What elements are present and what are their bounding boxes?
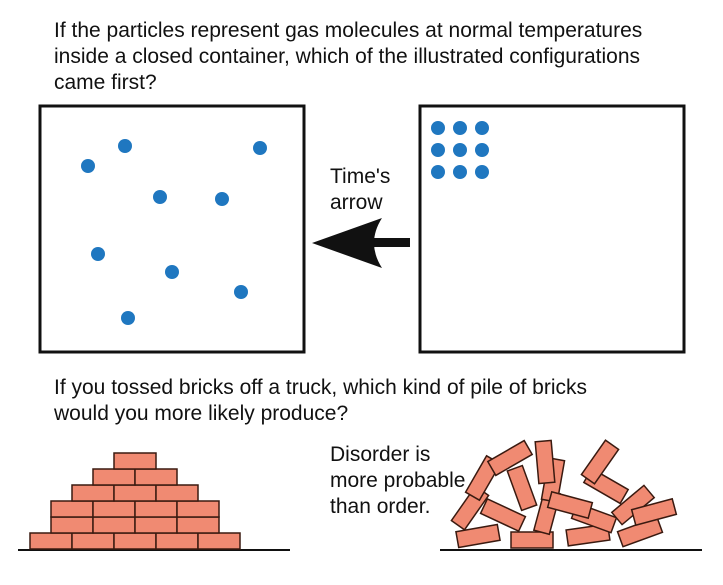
brick — [479, 497, 527, 533]
molecule — [215, 192, 229, 206]
brick — [176, 500, 220, 518]
brick — [197, 532, 241, 550]
molecule — [234, 285, 248, 299]
left-arrow-icon — [312, 218, 410, 268]
brick — [486, 439, 534, 477]
brick — [71, 532, 115, 550]
brick — [155, 532, 199, 550]
molecule — [453, 165, 467, 179]
question-1: If the particles represent gas molecules… — [54, 18, 642, 96]
ordered-container — [418, 104, 686, 354]
molecule — [153, 190, 167, 204]
brick — [29, 532, 73, 550]
question-1-line-3: came first? — [54, 71, 157, 94]
disorder-note: Disorder is more probable than order. — [330, 442, 465, 520]
brick — [455, 523, 501, 549]
brick — [534, 439, 556, 485]
molecule — [431, 121, 445, 135]
molecule — [475, 121, 489, 135]
brick — [92, 516, 136, 534]
brick — [113, 532, 157, 550]
ordered-brick-pyramid — [29, 452, 241, 550]
molecule — [253, 141, 267, 155]
brick — [71, 484, 115, 502]
clustered-molecules — [431, 121, 489, 179]
question-2: If you tossed bricks off a truck, which … — [54, 375, 587, 427]
brick — [50, 500, 94, 518]
molecule — [453, 143, 467, 157]
brick — [155, 484, 199, 502]
dispersed-molecules — [81, 139, 267, 325]
disorder-note-line-1: Disorder is — [330, 443, 431, 466]
brick — [134, 516, 178, 534]
brick — [92, 500, 136, 518]
brick — [134, 468, 178, 486]
molecule — [165, 265, 179, 279]
brick — [92, 468, 136, 486]
brick — [50, 516, 94, 534]
molecule — [118, 139, 132, 153]
time-arrow-label-line-2: arrow — [330, 191, 383, 214]
molecule — [475, 165, 489, 179]
molecule — [121, 311, 135, 325]
brick — [113, 452, 157, 470]
brick — [176, 516, 220, 534]
molecule — [453, 121, 467, 135]
molecule — [475, 143, 489, 157]
brick — [510, 531, 554, 549]
question-1-line-2: inside a closed container, which of the … — [54, 45, 641, 68]
disorder-note-line-3: than order. — [330, 495, 431, 518]
time-arrow-label-line-1: Time's — [330, 165, 391, 188]
molecule — [431, 165, 445, 179]
disorder-note-line-2: more probable — [330, 469, 466, 492]
question-1-line-1: If the particles represent gas molecules… — [54, 19, 643, 42]
brick — [113, 484, 157, 502]
molecule — [81, 159, 95, 173]
molecule — [91, 247, 105, 261]
molecule — [431, 143, 445, 157]
brick — [506, 464, 538, 512]
brick — [134, 500, 178, 518]
time-arrow-label: Time's arrow — [330, 164, 390, 216]
question-2-line-2: would you more likely produce? — [54, 402, 349, 425]
question-2-line-1: If you tossed bricks off a truck, which … — [54, 376, 588, 399]
disordered-container — [38, 104, 306, 354]
brick — [546, 490, 594, 520]
disordered-brick-pile — [450, 439, 678, 549]
brick — [630, 497, 678, 527]
brick — [580, 439, 620, 485]
